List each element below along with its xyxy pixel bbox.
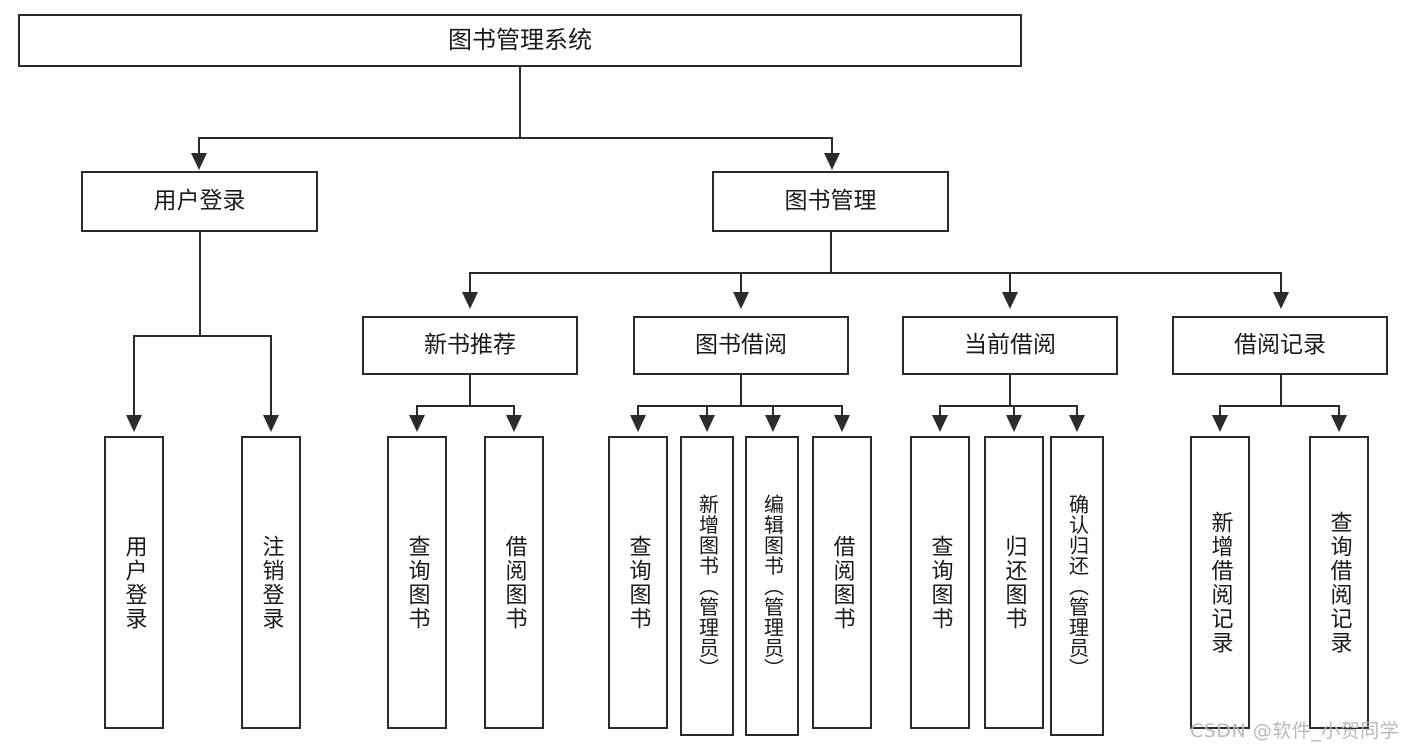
connector-bookmgmt-stem: [830, 232, 832, 272]
arrowhead-borrow-book-2: [834, 415, 850, 432]
connector-userlogin-stem: [199, 232, 201, 335]
node-label: 确认归还（管理员）: [1065, 493, 1090, 679]
connector-bookborrow-stem: [740, 375, 742, 405]
arrowhead-new-book-rec: [462, 292, 478, 309]
arrowhead-current-borrow: [1002, 292, 1018, 309]
connector-userlogin-drop-2: [270, 335, 272, 417]
connector-bookborrow-drop-1: [637, 405, 639, 417]
arrowhead-query-record: [1331, 415, 1347, 432]
leaf-query-borrow-record[interactable]: 查询借阅记录: [1309, 436, 1369, 729]
connector-root-drop-left: [198, 137, 200, 155]
node-label: 当前借阅: [964, 331, 1056, 358]
node-label: 新增图书（管理员）: [695, 493, 720, 679]
node-label: 归还图书: [1001, 534, 1027, 631]
arrowhead-query-book-2: [630, 415, 646, 432]
node-label: 用户登录: [153, 187, 246, 214]
node-current-borrow[interactable]: 当前借阅: [902, 316, 1118, 375]
leaf-query-book-newbook[interactable]: 查询图书: [387, 436, 447, 729]
node-book-management[interactable]: 图书管理: [712, 171, 949, 232]
leaf-query-book-borrow[interactable]: 查询图书: [608, 436, 668, 729]
csdn-watermark: CSDN @软件_小贺同学: [1190, 720, 1400, 742]
connector-newbook-drop-1: [416, 405, 418, 417]
node-label: 借阅图书: [829, 534, 855, 631]
node-borrow-record[interactable]: 借阅记录: [1172, 316, 1388, 375]
arrowhead-user-login: [191, 153, 207, 170]
node-label: 查询借阅记录: [1326, 510, 1352, 655]
connector-root-bus: [198, 137, 832, 139]
arrowhead-edit-book: [765, 415, 781, 432]
node-new-book-recommend[interactable]: 新书推荐: [362, 316, 578, 375]
leaf-borrow-book-newbook[interactable]: 借阅图书: [484, 436, 544, 729]
arrowhead-borrow-record: [1273, 292, 1289, 309]
connector-bookmgmt-drop-2: [740, 272, 742, 294]
leaf-query-book-current[interactable]: 查询图书: [910, 436, 970, 729]
connector-root-drop-right: [831, 137, 833, 155]
arrowhead-leaf-user-login: [126, 415, 142, 432]
arrowhead-add-record: [1212, 415, 1228, 432]
connector-borrowrecord-stem: [1280, 375, 1282, 405]
connector-bookborrow-drop-4: [841, 405, 843, 417]
node-label: 新增借阅记录: [1207, 510, 1233, 655]
connector-newbook-drop-2: [513, 405, 515, 417]
connector-bookborrow-bus: [637, 405, 841, 407]
leaf-add-borrow-record[interactable]: 新增借阅记录: [1190, 436, 1250, 729]
connector-newbook-stem: [469, 375, 471, 405]
connector-bookmgmt-drop-1: [469, 272, 471, 294]
leaf-user-login[interactable]: 用户登录: [104, 436, 164, 729]
node-label: 编辑图书（管理员）: [760, 493, 785, 679]
connector-bookmgmt-drop-3: [1009, 272, 1011, 294]
arrowhead-query-book-1: [409, 415, 425, 432]
connector-newbook-bus: [416, 405, 514, 407]
node-label: 注销登录: [258, 534, 284, 631]
arrowhead-query-book-3: [932, 415, 948, 432]
connector-userlogin-bus: [133, 335, 271, 337]
node-label: 查询图书: [404, 534, 430, 631]
connector-currentborrow-drop-2: [1013, 405, 1015, 417]
node-label: 新书推荐: [424, 331, 516, 358]
leaf-edit-book-admin[interactable]: 编辑图书（管理员）: [745, 436, 799, 736]
connector-userlogin-drop-1: [133, 335, 135, 417]
connector-borrowrecord-drop-2: [1338, 405, 1340, 417]
arrowhead-leaf-logout: [263, 415, 279, 432]
arrowhead-book-manage: [824, 153, 840, 170]
leaf-return-book[interactable]: 归还图书: [984, 436, 1044, 729]
node-label: 图书管理: [784, 187, 877, 214]
node-label: 查询图书: [625, 534, 651, 631]
leaf-confirm-return-admin[interactable]: 确认归还（管理员）: [1050, 436, 1104, 736]
connector-borrowrecord-drop-1: [1219, 405, 1221, 417]
node-label: 借阅记录: [1234, 331, 1326, 358]
node-label: 用户登录: [121, 534, 147, 631]
connector-currentborrow-stem: [1009, 375, 1011, 405]
connector-currentborrow-drop-1: [939, 405, 941, 417]
leaf-logout[interactable]: 注销登录: [241, 436, 301, 729]
connector-currentborrow-drop-3: [1076, 405, 1078, 417]
connector-currentborrow-bus: [939, 405, 1077, 407]
connector-bookmgmt-bus: [469, 272, 1281, 274]
arrowhead-book-borrow: [733, 292, 749, 309]
node-root-system[interactable]: 图书管理系统: [18, 14, 1022, 67]
node-user-login[interactable]: 用户登录: [81, 171, 318, 232]
connector-bookborrow-drop-3: [772, 405, 774, 417]
leaf-borrow-book[interactable]: 借阅图书: [812, 436, 872, 729]
node-label: 借阅图书: [501, 534, 527, 631]
node-book-borrow[interactable]: 图书借阅: [633, 316, 849, 375]
arrowhead-add-book: [699, 415, 715, 432]
connector-borrowrecord-bus: [1219, 405, 1339, 407]
connector-bookborrow-drop-2: [706, 405, 708, 417]
node-label: 图书管理系统: [448, 26, 592, 55]
arrowhead-borrow-book-1: [506, 415, 522, 432]
node-label: 图书借阅: [695, 331, 787, 358]
arrowhead-confirm-return: [1069, 415, 1085, 432]
node-label: 查询图书: [927, 534, 953, 631]
connector-root-stem: [519, 67, 521, 137]
connector-bookmgmt-drop-4: [1280, 272, 1282, 294]
arrowhead-return-book: [1006, 415, 1022, 432]
leaf-add-book-admin[interactable]: 新增图书（管理员）: [680, 436, 734, 736]
